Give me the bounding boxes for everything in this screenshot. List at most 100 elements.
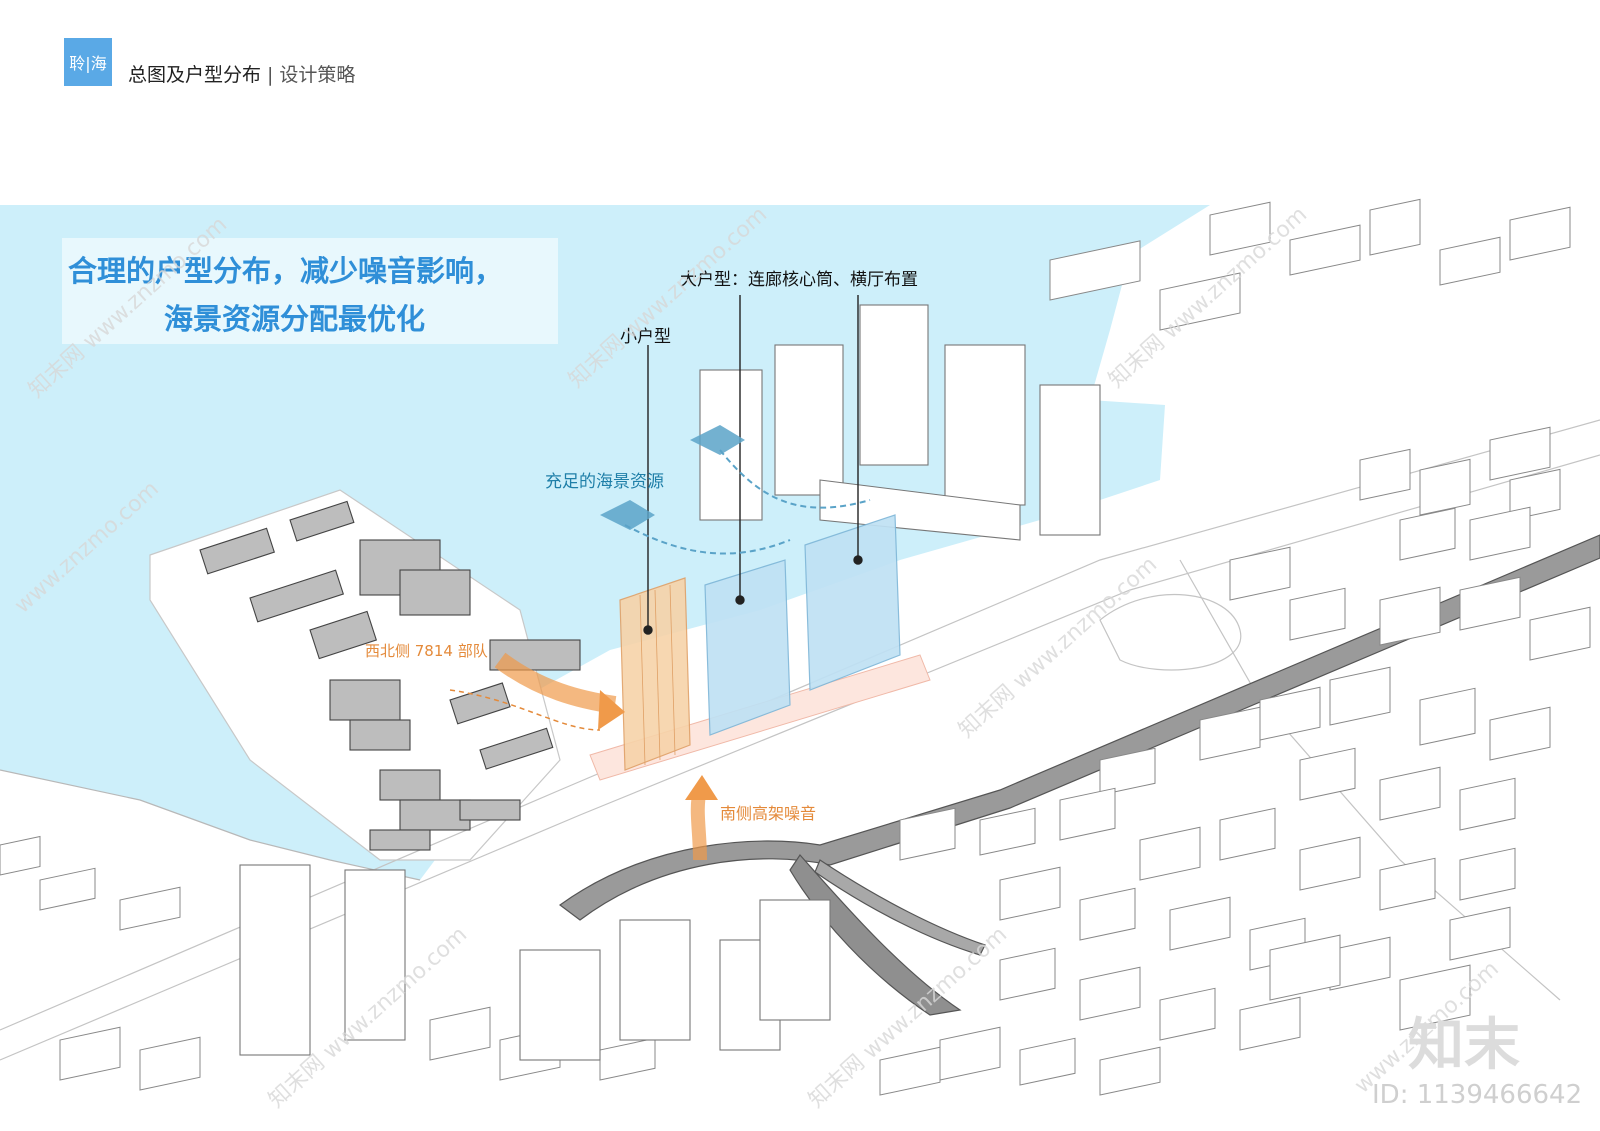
south-tower-6 xyxy=(759,899,831,1021)
town-building xyxy=(1079,966,1141,1021)
town-building xyxy=(139,1036,201,1091)
compound-block-9 xyxy=(449,682,511,725)
label-large-unit: 大户型：连廊核心筒、横厅布置 xyxy=(680,270,918,290)
town-building xyxy=(1469,506,1531,561)
town-building xyxy=(1229,546,1291,601)
compound-block-6 xyxy=(309,610,378,660)
town-building xyxy=(1209,201,1271,256)
existing-tower-3 xyxy=(859,304,929,466)
town-building xyxy=(1159,272,1241,331)
roundabout xyxy=(1099,593,1242,671)
town-building xyxy=(1289,224,1361,276)
compound-block-5 xyxy=(399,569,471,616)
town-building xyxy=(1139,826,1201,881)
overpass-curve xyxy=(814,859,986,956)
compound-block-10 xyxy=(479,727,554,770)
town-building xyxy=(1369,198,1421,256)
town-building xyxy=(1449,906,1511,961)
town-building xyxy=(1379,857,1436,911)
compound-block-12 xyxy=(379,769,441,801)
town-building xyxy=(1079,887,1136,941)
label-south-noise: 南侧高架噪音 xyxy=(720,804,817,823)
town-building xyxy=(1509,206,1571,261)
town-building xyxy=(999,866,1061,921)
town-building xyxy=(1049,240,1141,301)
town-building xyxy=(1459,847,1516,901)
town-building xyxy=(1489,706,1551,761)
town-building xyxy=(1379,766,1441,821)
town-building xyxy=(1099,1046,1161,1096)
town-building xyxy=(879,1046,941,1096)
town-building xyxy=(1329,666,1391,726)
page-header: 总图及户型分布|设计策略 xyxy=(128,60,355,87)
compound-block-8 xyxy=(349,719,411,751)
town-building xyxy=(1439,236,1501,286)
headline-box: 合理的户型分布，减少噪音影响， 海景资源分配最优化 xyxy=(62,238,558,344)
large-unit-tower-2 xyxy=(804,514,901,691)
town-building xyxy=(1019,1037,1076,1086)
town-building xyxy=(1379,586,1441,646)
town-building xyxy=(1489,426,1551,481)
town-building xyxy=(1459,576,1521,631)
existing-tower-2 xyxy=(774,344,844,496)
town-building xyxy=(1059,787,1116,841)
headline-line-1: 合理的户型分布，减少噪音影响， xyxy=(68,254,504,288)
town-building xyxy=(1509,468,1561,521)
town-building xyxy=(1529,606,1591,661)
compound-block-13 xyxy=(399,799,471,831)
town-building xyxy=(1169,896,1231,951)
compound-block-7 xyxy=(329,679,401,721)
compound-block-14 xyxy=(369,829,431,851)
leader-lines xyxy=(643,295,863,635)
label-sea-view: 充足的海景资源 xyxy=(545,472,664,492)
large-unit-tower-1 xyxy=(704,559,791,736)
south-tower-3 xyxy=(519,949,601,1061)
sea-view-arrows xyxy=(600,425,871,555)
town-building xyxy=(1459,777,1516,831)
town-building xyxy=(1199,706,1261,761)
compound-block-2 xyxy=(249,569,345,623)
coastline xyxy=(0,769,421,881)
town-building xyxy=(1219,807,1276,861)
town-building xyxy=(1239,996,1301,1051)
town-building xyxy=(1269,934,1341,1001)
town-building xyxy=(1289,587,1346,641)
existing-tower-4 xyxy=(944,344,1026,506)
town-building xyxy=(1159,987,1216,1041)
town-building xyxy=(39,867,96,911)
town-building xyxy=(1099,747,1156,796)
brand-logo: 聆|海 xyxy=(64,38,112,86)
town-building xyxy=(1299,747,1356,801)
existing-tower-5 xyxy=(1039,384,1101,536)
town-building xyxy=(899,807,956,861)
watermark-brand: 知末 xyxy=(1408,1013,1520,1078)
large-unit-towers xyxy=(704,514,901,736)
town-building xyxy=(119,886,181,931)
south-high-rises xyxy=(239,864,831,1061)
page-subtitle: 设计策略 xyxy=(279,64,356,86)
south-tower-1 xyxy=(239,864,311,1056)
page-title: 总图及户型分布 xyxy=(128,64,262,86)
town-building xyxy=(429,1006,491,1061)
compound-block-1 xyxy=(199,527,275,575)
label-northwest-unit: 西北侧 7814 部队 xyxy=(365,642,488,660)
headline-line-2: 海景资源分配最优化 xyxy=(164,302,426,336)
town-building xyxy=(1419,687,1476,746)
title-separator: | xyxy=(267,64,274,86)
town-building xyxy=(999,947,1056,1001)
town-buildings xyxy=(0,198,1591,1096)
military-compound-buildings xyxy=(199,500,581,851)
town-building xyxy=(1419,458,1471,516)
small-unit-tower xyxy=(619,577,691,771)
town-building xyxy=(1299,836,1361,891)
town-building xyxy=(979,807,1036,856)
watermark-id: ID: 1139466642 xyxy=(1372,1080,1583,1110)
town-building xyxy=(599,1037,656,1081)
noise-arrows xyxy=(449,652,718,861)
compound-block-3 xyxy=(289,500,355,542)
town-building xyxy=(939,1026,1001,1081)
town-building xyxy=(0,835,41,876)
south-tower-4 xyxy=(619,919,691,1041)
town-building xyxy=(1359,448,1411,501)
